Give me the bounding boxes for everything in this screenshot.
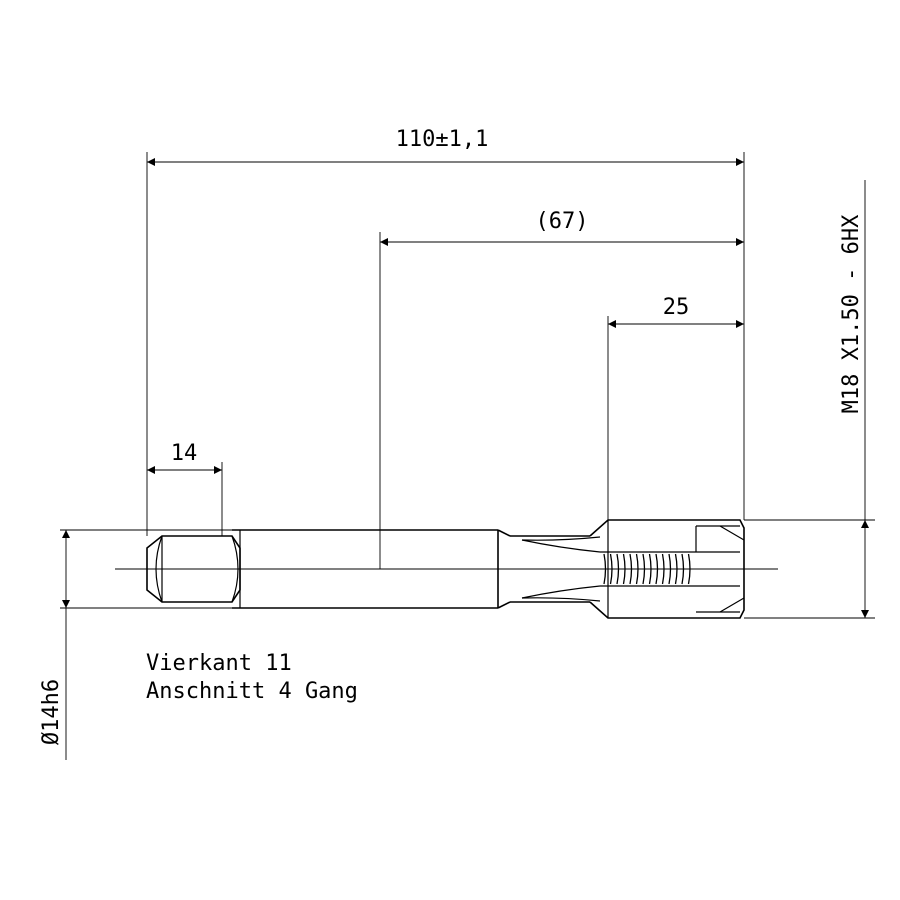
dim-overall-length-label: 110±1,1 bbox=[396, 127, 489, 152]
dim-thread-spec: M18 X1.50 - 6HX bbox=[839, 180, 869, 618]
dim-shank-diameter: Ø14h6 bbox=[39, 530, 70, 760]
thread-tooth bbox=[603, 553, 607, 585]
tap-body bbox=[146, 519, 745, 619]
shank bbox=[232, 529, 590, 609]
note-square: Vierkant 11 bbox=[146, 651, 292, 676]
dim-shank-to-end-label: (67) bbox=[536, 209, 589, 234]
thread-tooth bbox=[648, 553, 652, 585]
dim-thread-length-label: 25 bbox=[663, 295, 690, 320]
dim-square-length-label: 14 bbox=[171, 441, 198, 466]
thread-tooth bbox=[687, 553, 691, 585]
dim-thread-length: 25 bbox=[608, 295, 744, 328]
thread-tooth bbox=[609, 553, 613, 585]
thread-tooth bbox=[668, 553, 672, 585]
thread-teeth bbox=[603, 553, 691, 585]
thread-tooth bbox=[674, 553, 678, 585]
thread-tooth bbox=[661, 553, 665, 585]
thread-tooth bbox=[635, 553, 639, 585]
extension-lines bbox=[60, 152, 875, 619]
flutes bbox=[521, 536, 601, 602]
thread-tooth bbox=[622, 553, 626, 585]
dim-thread-spec-label: M18 X1.50 - 6HX bbox=[839, 214, 864, 413]
dim-overall-length: 110±1,1 bbox=[147, 127, 744, 166]
dim-shank-diameter-label: Ø14h6 bbox=[39, 679, 64, 745]
thread-section bbox=[589, 519, 745, 619]
thread-tooth bbox=[629, 553, 633, 585]
thread-tooth bbox=[616, 553, 620, 585]
dim-shank-to-end: (67) bbox=[380, 209, 744, 246]
thread-tooth bbox=[642, 553, 646, 585]
dim-square-length: 14 bbox=[147, 441, 222, 474]
note-chamfer: Anschnitt 4 Gang bbox=[146, 679, 358, 704]
thread-tooth bbox=[655, 553, 659, 585]
thread-tooth bbox=[681, 553, 685, 585]
